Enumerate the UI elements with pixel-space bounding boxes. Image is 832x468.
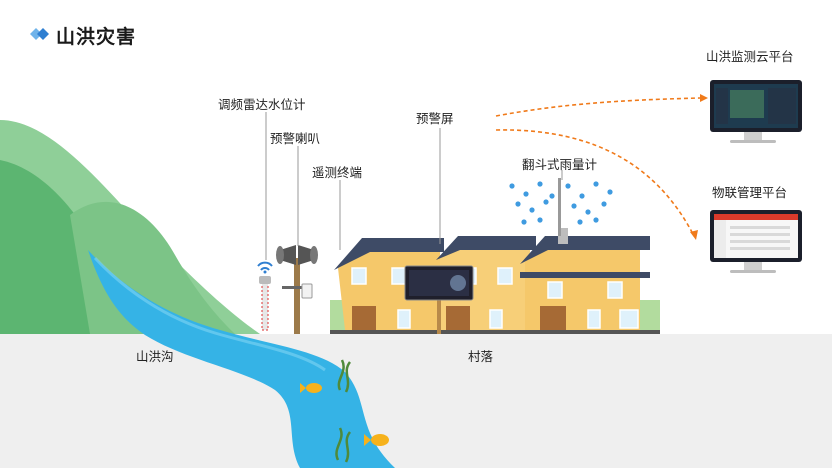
page-title: 山洪灾害: [56, 26, 137, 48]
label-telemetry-terminal: 遥测终端: [312, 165, 363, 180]
label-iot-platform: 物联管理平台: [712, 185, 788, 200]
label-flood-gully: 山洪沟: [136, 349, 174, 364]
warning-screen: [404, 265, 474, 334]
village-houses: [330, 228, 660, 334]
river: [88, 250, 395, 468]
data-flow-arrows: [495, 97, 701, 237]
fish-icon: [300, 383, 322, 393]
label-village: 村落: [468, 349, 494, 364]
mountain-mid: [70, 201, 235, 334]
warning-speaker-pole: [276, 245, 318, 334]
rain-gauge: [509, 178, 613, 236]
cloud-platform-monitor: [710, 80, 802, 143]
label-cloud-platform: 山洪监测云平台: [706, 49, 794, 64]
iot-platform-monitor: [710, 210, 802, 273]
radar-water-level-meter: [257, 261, 273, 331]
label-warning-speaker: 预警喇叭: [270, 131, 321, 146]
seaweed: [335, 359, 352, 463]
fish-icon: [364, 434, 389, 446]
leader-lines: [265, 112, 563, 260]
label-rain-gauge: 翻斗式雨量计: [522, 157, 598, 172]
label-radar-water-level: 调频雷达水位计: [218, 97, 306, 112]
title-diamond-icon: [30, 28, 49, 40]
label-warning-screen: 预警屏: [416, 111, 454, 126]
